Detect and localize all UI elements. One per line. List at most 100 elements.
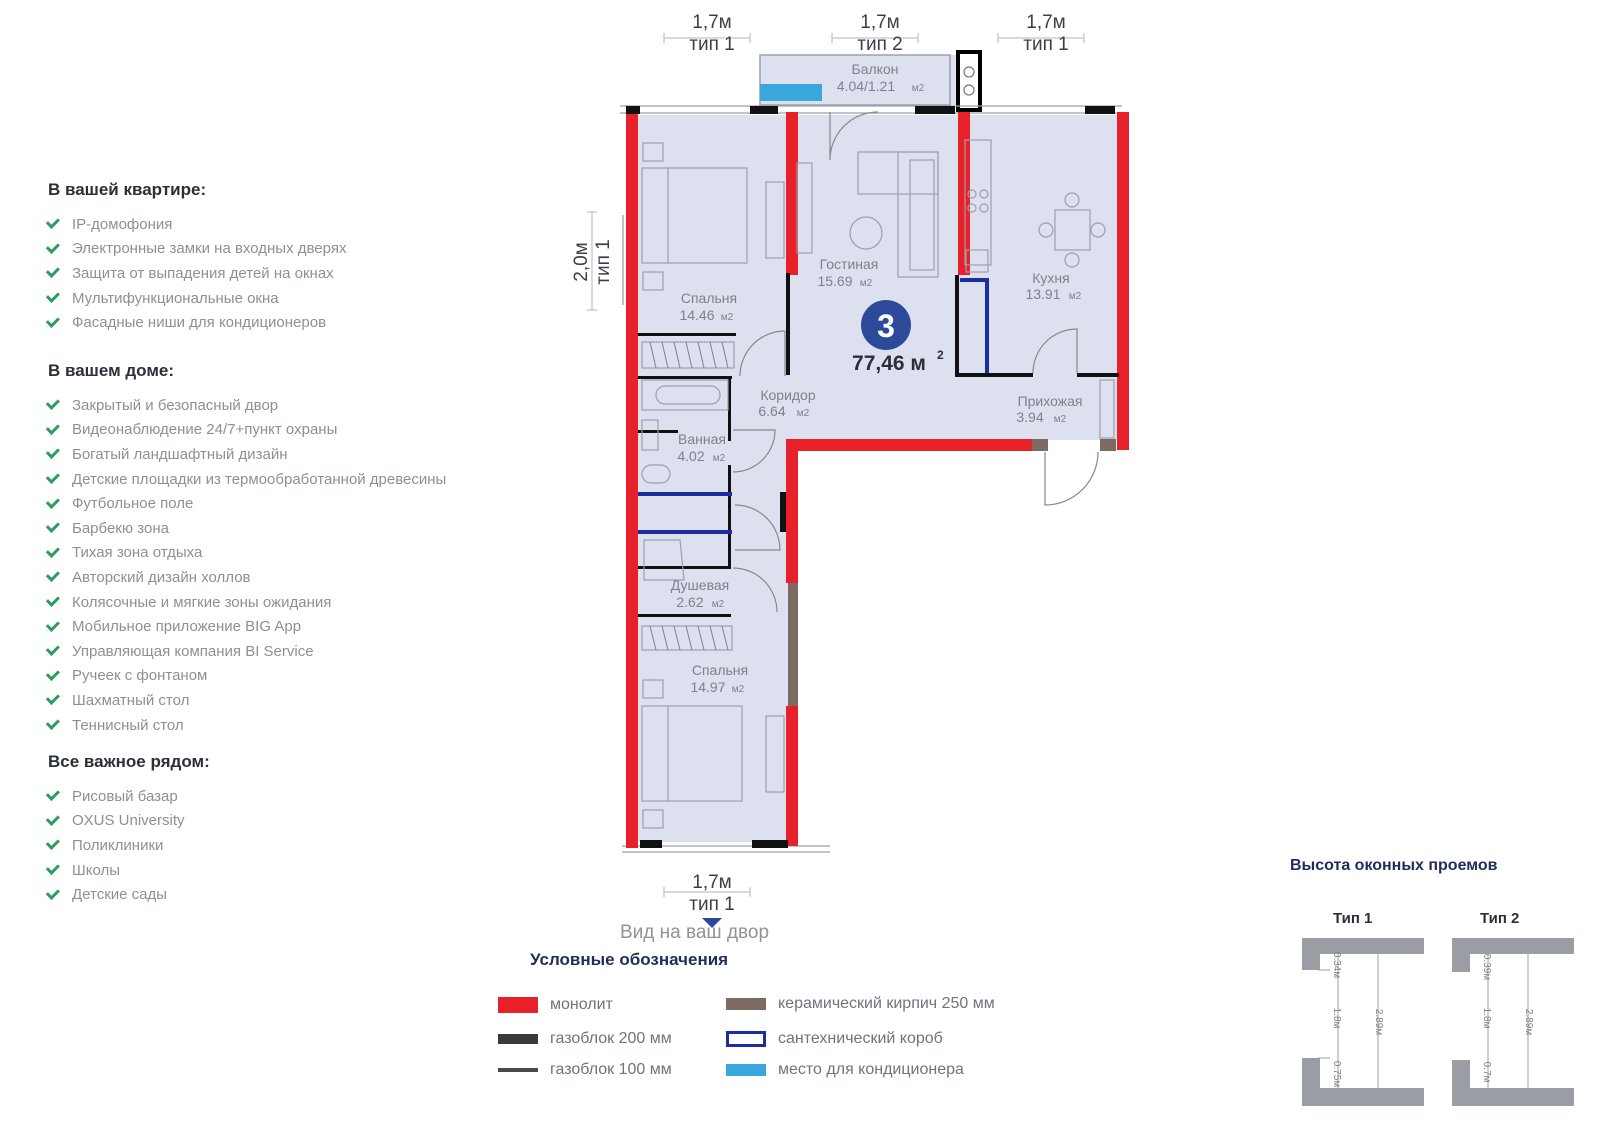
feature-item: Теннисный стол (45, 713, 568, 738)
w2-total: 2.89м (1523, 1009, 1534, 1035)
feature-item: OXUS University (45, 809, 568, 834)
feature-item: Видеонаблюдение 24/7+пункт охраны (45, 418, 568, 443)
room-name: Кухня (1032, 270, 1069, 286)
room-labels: Балкон 4.04/1.21 м2 Спальня 14.46 м2 Гос… (671, 61, 1083, 695)
legend-item-sanitary: сантехнический короб (726, 1030, 943, 1048)
room-area: 13.91 (1025, 286, 1060, 302)
room-area: 4.02 (677, 448, 704, 464)
room-area: 14.46 (679, 307, 714, 323)
legend-swatch (498, 1068, 538, 1072)
feature-item: Футбольное поле (45, 491, 568, 516)
window-label: тип 1 (689, 894, 734, 915)
w2-bottom: 0.7м (1481, 1062, 1492, 1083)
window-label: тип 1 (1023, 34, 1068, 55)
room-unit: м2 (860, 278, 873, 289)
window-label: 1,7м (860, 12, 899, 33)
feature-item: Мультифункциональные окна (45, 286, 568, 311)
window-label: 2,0м (571, 242, 592, 281)
feature-item: Ручеек с фонтаном (45, 664, 568, 689)
building-features: В вашем доме: Закрытый и безопасный двор… (45, 361, 568, 738)
apartment-features-title: В вашей квартире: (48, 180, 207, 199)
legend-swatch (498, 997, 538, 1013)
window-label: 1,7м (692, 872, 731, 893)
w2-mid: 1.8м (1481, 1008, 1492, 1029)
room-name: Спальня (692, 662, 748, 678)
feature-item: Управляющая компания BI Service (45, 639, 568, 664)
room-area: 6.64 (758, 403, 785, 419)
room-name: Ванная (678, 431, 726, 447)
monolith-walls (626, 112, 1129, 848)
legend-swatch (726, 1064, 766, 1076)
furniture (641, 139, 1115, 829)
room-unit: м2 (721, 312, 734, 323)
feature-item: Колясочные и мягкие зоны ожидания (45, 590, 568, 615)
room-name: Гостиная (820, 256, 879, 272)
window-height-type2 (1452, 938, 1574, 1106)
legend-item-gasblock-200: газоблок 200 мм (498, 1030, 672, 1048)
room-area: 2.62 (676, 594, 703, 610)
feature-item: Богатый ландшафтный дизайн (45, 442, 568, 467)
yard-view-label: Вид на ваш двор (620, 922, 770, 943)
building-features-title: В вашем доме: (48, 361, 175, 380)
total-area: 77,46 м (852, 352, 926, 375)
feature-item: Защита от выпадения детей на окнах (45, 261, 568, 286)
feature-item: IP-домофония (45, 212, 568, 237)
doors (732, 111, 1099, 613)
brick-walls (788, 439, 1116, 706)
window-type2-label: Тип 2 (1480, 910, 1520, 927)
window-label: тип 2 (857, 34, 902, 55)
legend-item-brick: керамический кирпич 250 мм (726, 995, 995, 1013)
feature-item: Школы (45, 858, 568, 883)
room-unit: м2 (1054, 414, 1067, 425)
feature-item: Поликлиники (45, 833, 568, 858)
feature-item: Детские площадки из термообработанной др… (45, 467, 568, 492)
room-name: Коридор (760, 387, 816, 403)
total-area-sup: 2 (937, 348, 944, 362)
window-height-labels: 0.34м 1.8м 0.75м 2.89м 0.39м 1.8м 0.7м 2… (1331, 952, 1534, 1087)
w1-top: 0.34м (1331, 952, 1342, 978)
room-area: 3.94 (1016, 409, 1043, 425)
room-name: Балкон (852, 61, 899, 77)
room-unit: м2 (912, 83, 925, 94)
room-area: 15.69 (817, 273, 852, 289)
dimension-lines (587, 33, 1085, 897)
legend-swatch (726, 998, 766, 1010)
window-type1-label: Тип 1 (1333, 910, 1373, 927)
room-unit: м2 (797, 408, 810, 419)
legend-swatch (498, 1034, 538, 1044)
feature-item: Тихая зона отдыха (45, 541, 568, 566)
nearby-features: Все важное рядом: Рисовый базар OXUS Uni… (45, 752, 568, 907)
room-name: Спальня (681, 290, 737, 306)
nearby-features-title: Все важное рядом: (48, 752, 210, 771)
window-heights-title: Высота оконных проемов (1290, 857, 1498, 874)
feature-item: Мобильное приложение BIG App (45, 614, 568, 639)
ac-niche (760, 84, 822, 101)
feature-item: Закрытый и безопасный двор (45, 393, 568, 418)
room-area: 14.97 (690, 679, 725, 695)
wardrobe-hatching (649, 341, 729, 651)
legend-item-ac: место для кондиционера (726, 1061, 964, 1079)
room-unit: м2 (713, 453, 726, 464)
sanitary-boxes (638, 278, 989, 534)
feature-item: Детские сады (45, 882, 568, 907)
w1-bottom: 0.75м (1331, 1061, 1342, 1087)
legend-swatch (726, 1031, 766, 1047)
yard-arrow-icon (702, 918, 722, 928)
room-name: Душевая (671, 577, 729, 593)
window-labels: 1,7м тип 1 1,7м тип 2 1,7м тип 1 1,7м ти… (571, 12, 1069, 915)
window-label: 1,7м (692, 12, 731, 33)
feature-item: Фасадные ниши для кондиционеров (45, 310, 568, 335)
balcony (759, 50, 982, 112)
rooms-count-badge (861, 300, 911, 350)
feature-item: Шахматный стол (45, 688, 568, 713)
legend-item-gasblock-100: газоблок 100 мм (498, 1061, 672, 1079)
legend-title: Условные обозначения (530, 950, 729, 969)
legend-item-monolith: монолит (498, 996, 613, 1014)
feature-item: Рисовый базар (45, 784, 568, 809)
feature-item: Электронные замки на входных дверях (45, 237, 568, 262)
window-label: тип 1 (689, 34, 734, 55)
room-unit: м2 (712, 599, 725, 610)
room-name: Прихожая (1018, 393, 1083, 409)
w2-top: 0.39м (1481, 954, 1492, 980)
